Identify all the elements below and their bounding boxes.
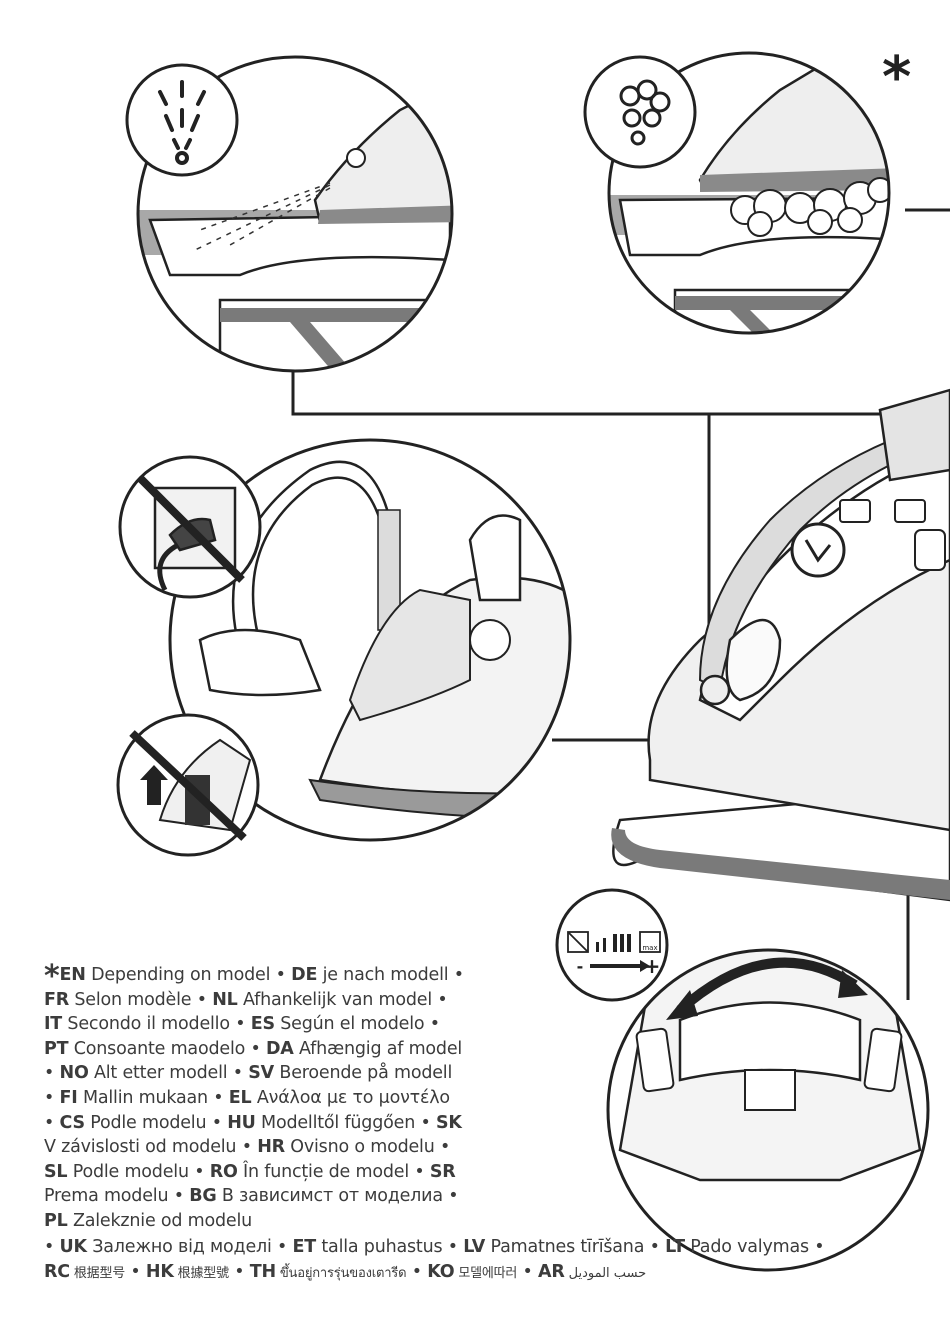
legend-lang-text: Depending on model bbox=[85, 965, 271, 985]
steam-gauge-icon: max - + bbox=[567, 931, 661, 978]
legend-lang-code: HK bbox=[145, 1262, 174, 1282]
spray-icon bbox=[158, 80, 206, 165]
legend-lang-code: DE bbox=[291, 965, 318, 985]
legend-lang-text: Pado valymas bbox=[684, 1237, 809, 1257]
fill-tap-circle-border bbox=[168, 438, 572, 842]
legend-lang-text: Pamatnes tīrīšana bbox=[485, 1237, 645, 1257]
legend-lang-code: CS bbox=[59, 1112, 86, 1133]
legend-lang-code: SL bbox=[44, 1161, 68, 1182]
legend-lang-text: Podle modelu bbox=[67, 1161, 189, 1182]
legend-lang-text: În funcție de model bbox=[237, 1161, 409, 1182]
legend-lang-code: RO bbox=[209, 1161, 238, 1182]
legend-lang-text: Modelltől függően bbox=[255, 1112, 416, 1133]
legend-lang-text: Beroende på modell bbox=[274, 1063, 453, 1084]
steam-dial-circle-border bbox=[606, 948, 930, 1272]
legend-lang-code: EN bbox=[59, 965, 86, 985]
legend-lang-text: В зависимст от моделиа bbox=[216, 1186, 443, 1207]
legend-lang-code: PL bbox=[44, 1210, 68, 1231]
legend-lang-text: 根據型號 bbox=[173, 1266, 229, 1281]
legend-lang-code: HU bbox=[227, 1112, 256, 1133]
steam-cloud-icon bbox=[619, 79, 671, 146]
legend-lang-code: UK bbox=[59, 1237, 88, 1257]
spray-circle-border bbox=[136, 55, 454, 373]
legend-lang-text: 모델에따러 bbox=[454, 1266, 518, 1281]
depending-on-model-asterisk: * bbox=[882, 45, 912, 110]
prohibited-slash bbox=[137, 475, 245, 583]
legend-lang-text: Selon modèle bbox=[69, 989, 192, 1010]
legend-lang-code: SV bbox=[248, 1063, 275, 1084]
legend-lang-code: ES bbox=[250, 1014, 275, 1035]
legend-lang-code: RC bbox=[44, 1262, 70, 1282]
arrow-head-left bbox=[666, 990, 698, 1020]
steam-dial-circle bbox=[608, 950, 928, 1270]
legend-lang-code: BG bbox=[189, 1186, 217, 1207]
legend-lang-code: AR bbox=[538, 1262, 565, 1282]
legend-lang-text: je nach modell bbox=[317, 965, 449, 985]
legend-lang-code: HR bbox=[257, 1137, 285, 1158]
legend-line-a: • UK Залежно від моделі • ET talla puhas… bbox=[44, 1237, 825, 1257]
gauge-minus: - bbox=[577, 957, 584, 976]
legend-lang-code: TH bbox=[249, 1262, 276, 1282]
legend-lang-code: NO bbox=[59, 1063, 89, 1084]
legend-lang-text: 根据型号 bbox=[69, 1266, 126, 1281]
arrow-head-right bbox=[838, 970, 868, 998]
dial-arrow-arc bbox=[676, 957, 858, 1014]
legend-lang-code: IT bbox=[44, 1014, 63, 1035]
legend-lang-text: Afhankelijk van model bbox=[237, 989, 432, 1010]
legend-line-b: RC 根据型号 • HK 根據型號 • TH ขึ้นอยู่การรุ่นขอ… bbox=[44, 1262, 647, 1282]
legend-lang-text: Según el modelo bbox=[274, 1014, 425, 1035]
legend-lang-code: ET bbox=[292, 1237, 317, 1257]
legend-lang-text: Ovisno o modelu bbox=[284, 1137, 435, 1158]
legend-lang-text: Ανάλοα με το μοντέλο bbox=[251, 1087, 450, 1108]
legend-lang-text: talla puhastus bbox=[316, 1237, 443, 1257]
legend-lang-text: ขึ้นอยู่การรุ่นของเตารีด bbox=[275, 1266, 407, 1281]
large-iron-illustration bbox=[611, 388, 950, 902]
legend-lang-text: Consoante maodelo bbox=[68, 1038, 246, 1059]
steam-circle-border bbox=[607, 51, 891, 335]
legend-star: * bbox=[44, 959, 60, 994]
legend-lang-text: Prema modelu bbox=[44, 1186, 169, 1207]
gauge-plus: + bbox=[644, 954, 661, 978]
legend-lang-text: Secondo il modello bbox=[62, 1014, 230, 1035]
legend-lang-code: FR bbox=[44, 989, 70, 1010]
legend-lang-text: حسب الموديل bbox=[564, 1266, 647, 1281]
legend-lang-text: Afhængig af model bbox=[293, 1038, 463, 1059]
model-legend: *EN Depending on model • DE je nach mode… bbox=[44, 959, 464, 1231]
steam-gauge-badge bbox=[555, 888, 669, 1002]
legend-lang-code: LT bbox=[665, 1237, 685, 1257]
legend-lang-text: Zalekznie od modelu bbox=[67, 1210, 253, 1231]
legend-lang-code: SR bbox=[429, 1161, 456, 1182]
legend-lang-code: DA bbox=[265, 1038, 294, 1059]
legend-lang-code: NL bbox=[212, 989, 238, 1010]
legend-lang-text: Mallin mukaan bbox=[77, 1087, 208, 1108]
prohibited-slash-2 bbox=[129, 730, 247, 841]
legend-lang-code: KO bbox=[427, 1262, 455, 1282]
spray-circle bbox=[138, 57, 452, 371]
steam-icon-badge bbox=[583, 55, 697, 169]
legend-lang-text: Podle modelu bbox=[84, 1112, 207, 1133]
legend-lang-code: PT bbox=[44, 1038, 69, 1059]
legend-lang-text: Залежно від моделі bbox=[86, 1237, 272, 1257]
legend-lang-code: FI bbox=[59, 1087, 78, 1108]
legend-lang-text: V závislosti od modelu bbox=[44, 1137, 237, 1158]
legend-lang-code: LV bbox=[463, 1237, 486, 1257]
legend-lang-code: EL bbox=[228, 1087, 252, 1108]
legend-lang-code: SK bbox=[435, 1112, 462, 1133]
legend-lang-text: Alt etter modell bbox=[88, 1063, 228, 1084]
svg-text:max: max bbox=[642, 944, 657, 952]
